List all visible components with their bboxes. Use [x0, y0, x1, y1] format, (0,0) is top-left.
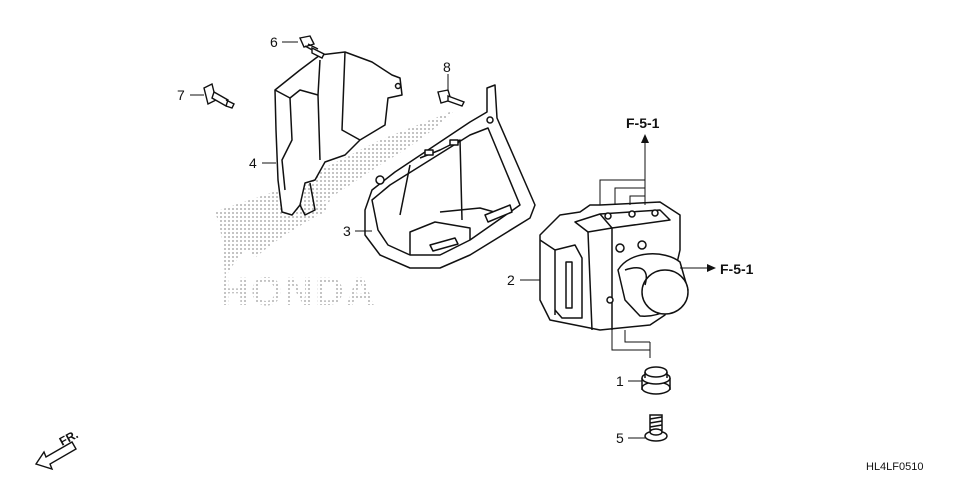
front-arrow-icon	[34, 441, 77, 471]
abs-modulator-part	[539, 201, 689, 331]
part-label-7: 7	[177, 87, 185, 103]
ref-label-top: F-5-1	[626, 115, 660, 131]
bracket-part	[364, 84, 536, 269]
leader-lines	[190, 41, 710, 439]
honda-watermark-text: HONDA	[220, 270, 377, 314]
grommet-part	[641, 366, 671, 395]
part-label-4: 4	[249, 155, 257, 171]
front-direction-label: FR.	[57, 427, 81, 448]
ref-label-right: F-5-1	[720, 261, 754, 277]
part-label-3: 3	[343, 223, 351, 239]
part-label-8: 8	[443, 59, 451, 75]
part-label-1: 1	[616, 373, 624, 389]
screw-part	[203, 82, 235, 109]
collar-bolt-part	[644, 414, 668, 442]
part-label-6: 6	[270, 34, 278, 50]
arrow-right-icon	[707, 264, 716, 272]
diagram-code: HL4LF0510	[866, 461, 924, 473]
part-label-5: 5	[616, 430, 624, 446]
bolt-8-part	[437, 89, 465, 107]
bolt-6-part	[299, 35, 325, 59]
arrow-up-icon	[641, 134, 649, 143]
cover-part	[274, 51, 403, 216]
part-label-2: 2	[507, 272, 515, 288]
